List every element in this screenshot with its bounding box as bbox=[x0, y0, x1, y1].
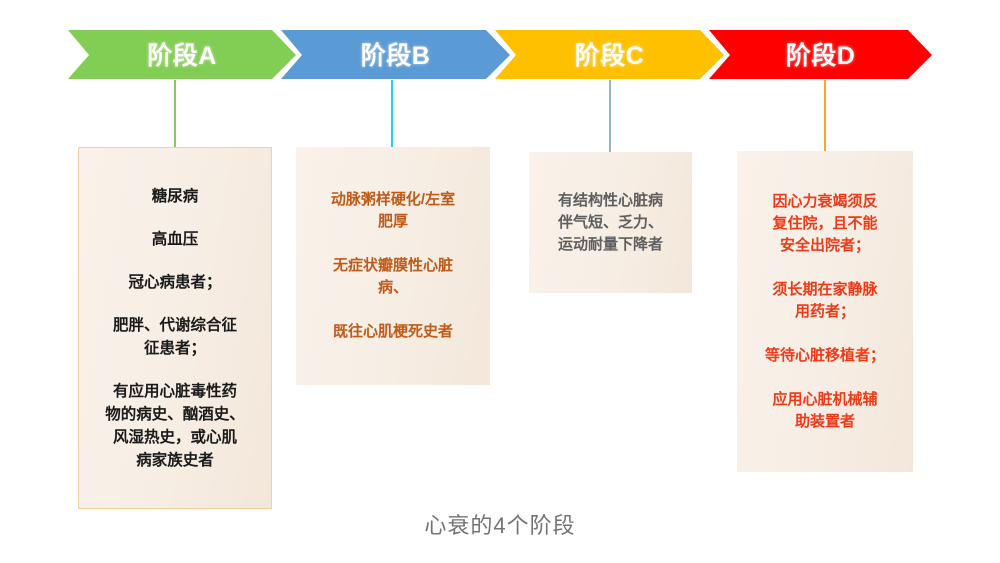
stage-d-content-box[interactable]: 因心力衰竭须反 复住院，且不能 安全出院者； 须长期在家静脉 用药者； 等待心脏… bbox=[737, 151, 913, 472]
stage-arrow-band: 阶段A 阶段B 阶段C 阶段D bbox=[0, 0, 1000, 110]
chevron-stage-a[interactable] bbox=[68, 30, 296, 79]
stage-d-item: 因心力衰竭须反 复住院，且不能 安全出院者； bbox=[772, 192, 878, 254]
chevron-stage-c[interactable] bbox=[495, 30, 724, 79]
diagram-caption: 心衰的4个阶段 bbox=[424, 513, 576, 538]
stage-b-item: 动脉粥样硬化/左室 肥厚 bbox=[330, 191, 456, 230]
connector-line-stage-b bbox=[391, 80, 393, 147]
connector-line-stage-c bbox=[609, 80, 611, 152]
stage-b-item: 既往心肌梗死史者 bbox=[332, 323, 453, 340]
stage-b-content-box[interactable]: 动脉粥样硬化/左室 肥厚 无症状瓣膜性心脏 病、 既往心肌梗死史者 bbox=[296, 147, 490, 385]
stage-d-item: 等待心脏移植者； bbox=[764, 346, 885, 364]
stage-a-item: 肥胖、代谢综合征 征患者； bbox=[112, 316, 237, 357]
stage-c-content-box[interactable]: 有结构性心脏病 伴气短、乏力、 运动耐量下降者 bbox=[529, 152, 692, 293]
stage-a-item: 糖尿病 bbox=[151, 187, 199, 205]
stage-a-item: 有应用心脏毒性药 物的病史、酗酒史、 风湿热史，或心肌 病家族史者 bbox=[105, 382, 245, 469]
stage-d-item: 须长期在家静脉 用药者； bbox=[772, 280, 878, 320]
connector-line-stage-d bbox=[824, 80, 826, 151]
stage-b-item: 无症状瓣膜性心脏 病、 bbox=[332, 257, 453, 296]
stage-c-item: 有结构性心脏病 伴气短、乏力、 运动耐量下降者 bbox=[557, 191, 663, 253]
stage-a-content-box[interactable]: 糖尿病 高血压 冠心病患者； 肥胖、代谢综合征 征患者； 有应用心脏毒性药 物的… bbox=[78, 147, 272, 509]
connector-line-stage-a bbox=[174, 80, 176, 147]
stage-d-item: 应用心脏机械辅 助装置者 bbox=[772, 390, 878, 430]
stage-a-item: 高血压 bbox=[151, 230, 199, 248]
chevron-stage-d[interactable] bbox=[709, 30, 932, 79]
stage-a-item: 冠心病患者； bbox=[128, 273, 222, 291]
chevron-stage-b[interactable] bbox=[281, 30, 510, 79]
